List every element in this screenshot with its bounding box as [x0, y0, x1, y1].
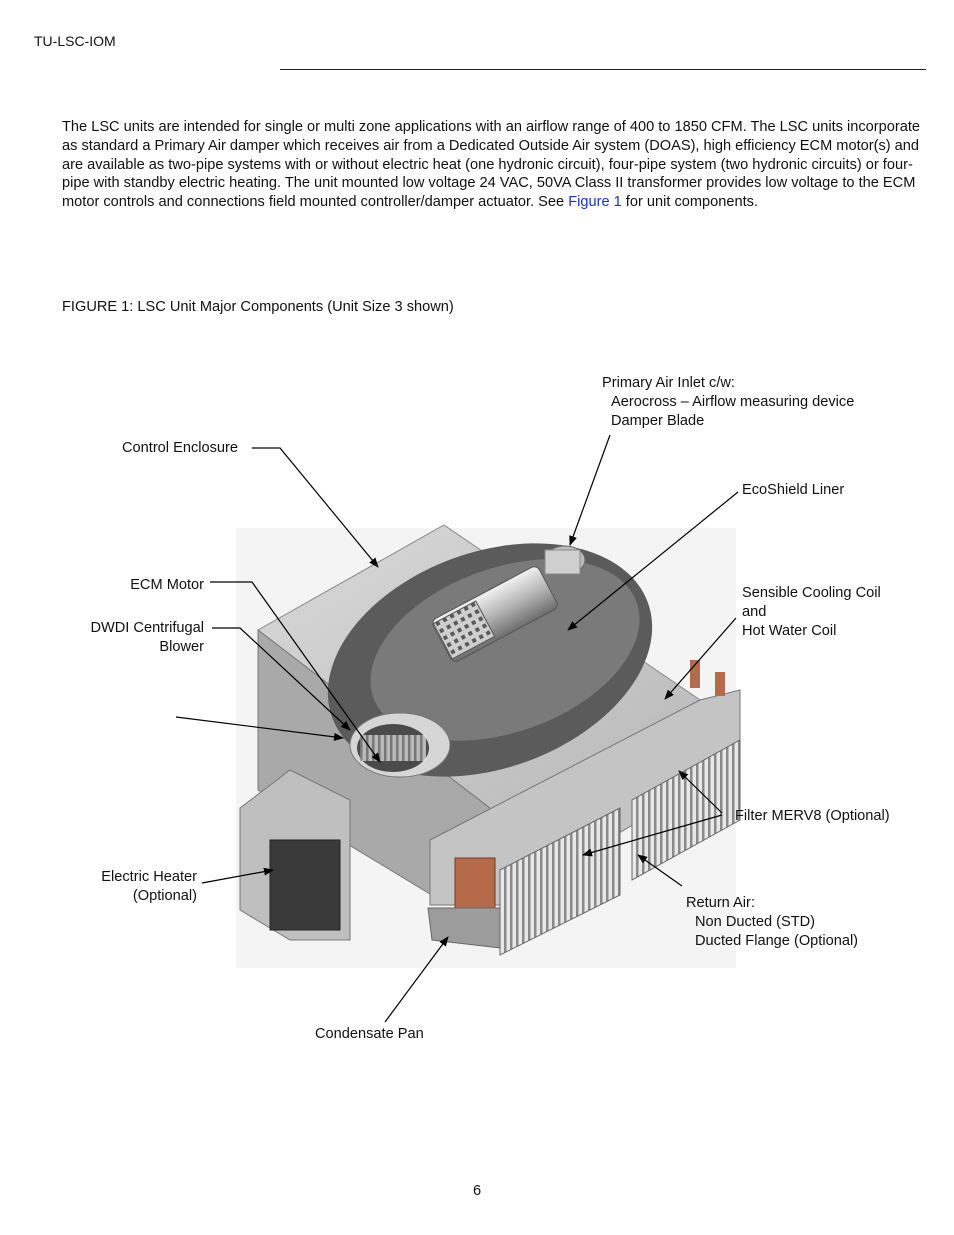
leader-blower-inlet	[175, 716, 344, 741]
leader-condensate-pan	[384, 936, 449, 1023]
document-id: TU-LSC-IOM	[34, 33, 116, 49]
label-return-air-line3: Ducted Flange (Optional)	[695, 932, 859, 949]
leader-filter-lower	[582, 814, 723, 857]
label-cooling-coil-line3: Hot Water Coil	[742, 622, 837, 639]
label-filter: Filter MERV8 (Optional)	[735, 808, 890, 824]
label-electric-heater-line2: (Optional)	[132, 887, 197, 904]
label-ecm-motor: ECM Motor	[130, 577, 204, 593]
leader-filter-upper	[678, 770, 723, 814]
label-cooling-coil-line1: Sensible Cooling Coil	[742, 585, 881, 601]
header-rule	[280, 69, 926, 70]
label-return-air-line2: Non Ducted (STD)	[695, 913, 816, 930]
leader-ecm-motor	[210, 581, 381, 763]
label-dwdi-blower-line1: DWDI Centrifugal	[90, 620, 204, 636]
label-cooling-coil-line2: and	[742, 603, 767, 620]
label-primary-air-inlet-line3: Damper Blade	[611, 412, 705, 429]
leader-ecoshield-liner	[567, 491, 739, 631]
label-electric-heater: Electric Heater (Optional)	[60, 868, 197, 906]
figure-1-link[interactable]: Figure 1	[568, 194, 622, 211]
label-primary-air-inlet-line1: Primary Air Inlet c/w:	[602, 375, 735, 391]
leader-electric-heater	[201, 867, 274, 884]
leader-primary-air-inlet	[569, 434, 611, 546]
leader-dwdi-blower	[212, 627, 351, 731]
label-condensate-pan: Condensate Pan	[315, 1026, 424, 1042]
unit-render	[236, 524, 741, 968]
label-return-air-line1: Return Air:	[686, 895, 755, 911]
label-electric-heater-line1: Electric Heater	[101, 869, 197, 885]
label-control-enclosure: Control Enclosure	[122, 440, 238, 456]
intro-paragraph: The LSC units are intended for single or…	[62, 118, 922, 212]
label-primary-air-inlet: Primary Air Inlet c/w: Aerocross – Airfl…	[602, 374, 854, 430]
label-dwdi-blower-line2: Blower	[159, 638, 204, 655]
leader-return-air	[637, 854, 683, 887]
leader-control-enclosure	[252, 447, 379, 568]
label-cooling-coil: Sensible Cooling Coil and Hot Water Coil	[742, 584, 881, 640]
intro-text-end: for unit components.	[621, 194, 759, 211]
label-dwdi-blower: DWDI Centrifugal Blower	[60, 619, 204, 657]
intro-text: The LSC units are intended for single or…	[62, 119, 920, 211]
label-return-air: Return Air: Non Ducted (STD) Ducted Flan…	[686, 894, 858, 950]
label-primary-air-inlet-line2: Aerocross – Airflow measuring device	[611, 393, 855, 410]
label-ecoshield-liner: EcoShield Liner	[742, 482, 845, 498]
leader-cooling-coil	[664, 617, 737, 700]
page-number: 6	[472, 1183, 482, 1199]
figure-caption: FIGURE 1: LSC Unit Major Components (Uni…	[62, 299, 454, 315]
